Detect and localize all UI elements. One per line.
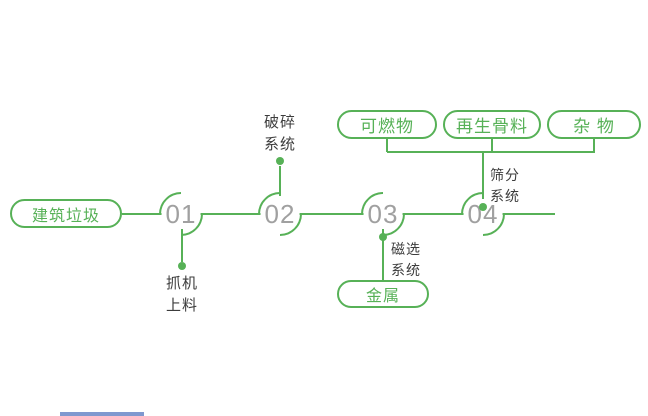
main-flow-line xyxy=(122,213,555,215)
stage-3-dot xyxy=(379,233,387,241)
source-label: 建筑垃圾 xyxy=(31,207,100,225)
output-1-stub xyxy=(386,138,388,152)
stage-2-number: 02 xyxy=(260,199,300,229)
output-3-stub xyxy=(593,138,595,152)
outputs-branch-line xyxy=(387,151,595,153)
stage-3-number: 03 xyxy=(363,199,403,229)
stage-3-label: 磁选 系统 xyxy=(391,241,421,278)
output-label-combustibles: 可燃物 xyxy=(360,117,414,136)
bottom-partial-strip xyxy=(60,412,144,416)
stage-4-dot xyxy=(479,203,487,211)
stage-1-dot xyxy=(178,262,186,270)
stage-2-connector xyxy=(279,166,281,196)
output-node-combustibles: 可燃物 xyxy=(337,110,437,139)
metal-output-node: 金属 xyxy=(337,280,429,308)
stage-2-label: 破碎 系统 xyxy=(263,114,296,153)
output-node-recycled-aggregate: 再生骨料 xyxy=(443,110,541,139)
output-node-misc: 杂 物 xyxy=(547,110,641,139)
stage-4-connector xyxy=(482,152,484,199)
stage-2-dot xyxy=(276,157,284,165)
stage-1-arc xyxy=(149,182,213,246)
output-label-misc: 杂 物 xyxy=(573,117,615,136)
stage-1-number: 01 xyxy=(161,199,201,229)
output-2-stub xyxy=(491,138,493,152)
source-node: 建筑垃圾 xyxy=(10,199,122,228)
output-label-recycled-aggregate: 再生骨料 xyxy=(456,117,528,136)
metal-output-label: 金属 xyxy=(365,288,400,305)
stage-1-connector xyxy=(181,229,183,262)
stage-3-connector xyxy=(382,229,384,280)
stage-4-label: 筛分 系统 xyxy=(490,167,520,204)
stage-1-label: 抓机 上料 xyxy=(165,275,198,314)
stage-2-arc xyxy=(248,182,312,246)
stage-4-number: 04 xyxy=(463,199,503,229)
